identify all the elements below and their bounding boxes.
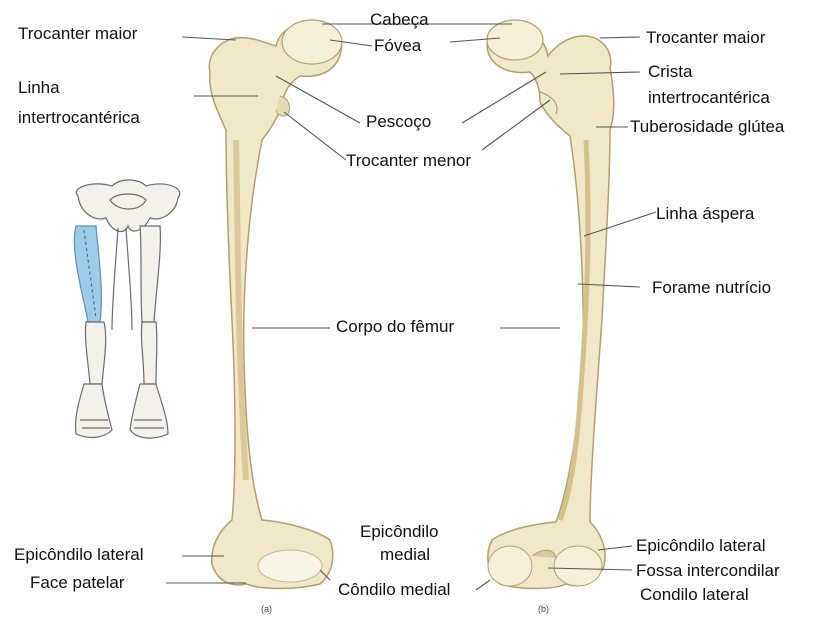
label-corpo-do-femur: Corpo do fêmur xyxy=(336,317,454,337)
label-linha-intertrocanterica-line1: Linha xyxy=(18,78,60,98)
label-fovea: Fóvea xyxy=(374,36,421,56)
label-linha-intertrocanterica-line2: intertrocantérica xyxy=(18,108,140,128)
label-crista-line1: Crista xyxy=(648,62,692,82)
label-crista-line2: intertrocantérica xyxy=(648,88,770,108)
label-epicondilo-lateral-b: Epicôndilo lateral xyxy=(636,536,765,556)
femur-posterior xyxy=(487,20,614,589)
lower-limb-inset xyxy=(74,180,179,438)
femur-anterior xyxy=(209,20,342,589)
label-forame-nutricio: Forame nutrício xyxy=(652,278,771,298)
label-face-patelar: Face patelar xyxy=(30,573,125,593)
label-tuberosidade-glutea: Tuberosidade glútea xyxy=(630,117,784,137)
label-fossa-intercondilar: Fossa intercondilar xyxy=(636,561,780,581)
caption-b: (b) xyxy=(538,604,549,614)
label-condilo-lateral: Condilo lateral xyxy=(640,585,749,605)
label-trocanter-maior-b: Trocanter maior xyxy=(646,28,765,48)
label-linha-aspera: Linha áspera xyxy=(656,204,754,224)
label-epicondilo-lateral-a: Epicôndilo lateral xyxy=(14,545,143,565)
label-trocanter-maior-a: Trocanter maior xyxy=(18,24,137,44)
label-cabeca: Cabeça xyxy=(370,10,429,30)
label-epicondilo-medial-line2: medial xyxy=(380,545,430,565)
caption-a: (a) xyxy=(261,604,272,614)
label-trocanter-menor: Trocanter menor xyxy=(346,151,471,171)
label-pescoco: Pescoço xyxy=(366,112,431,132)
label-condilo-medial: Côndilo medial xyxy=(338,580,450,600)
label-epicondilo-medial-line1: Epicôndilo xyxy=(360,522,438,542)
